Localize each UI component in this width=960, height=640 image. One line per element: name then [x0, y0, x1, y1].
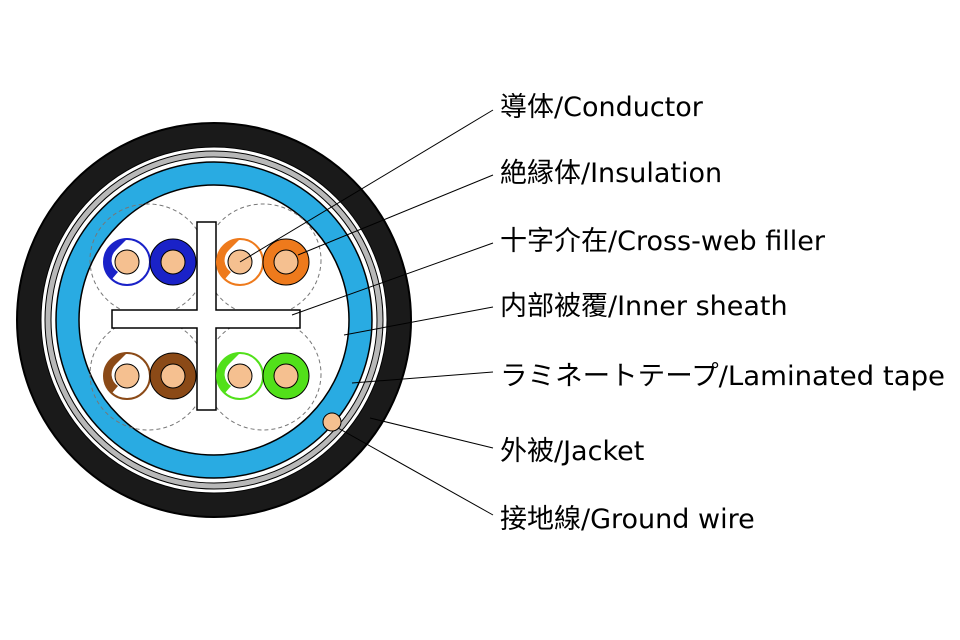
label-jacket: 外被/Jacket — [500, 436, 644, 467]
leader-line-inner-sheath — [343, 306, 494, 336]
conductor-green-white — [227, 363, 253, 389]
cross-web-filler — [111, 221, 301, 411]
insulation-brown-stripe — [104, 353, 127, 393]
insulation-green-stripe — [217, 353, 240, 393]
leader-line-insulation — [297, 174, 494, 256]
leader-line-cross-web-filler — [291, 242, 494, 316]
label-conductor: 導体/Conductor — [500, 92, 704, 123]
conductor-blue — [160, 249, 186, 275]
conductor-green — [273, 363, 299, 389]
leader-lines — [239, 109, 494, 516]
leader-line-conductor — [239, 109, 494, 263]
ground-wire-circle — [322, 412, 342, 432]
twisted-pair-green — [216, 352, 310, 400]
conductor-orange — [273, 249, 299, 275]
twisted-pair-brown — [103, 352, 197, 400]
conductor-blue-white — [114, 249, 140, 275]
label-laminated-tape: ラミネートテープ/Laminated tape — [500, 361, 945, 392]
label-insulation: 絶縁体/Insulation — [500, 158, 722, 189]
leader-line-ground-wire — [337, 427, 494, 516]
insulation-orange-stripe — [217, 239, 240, 279]
label-inner-sheath: 内部被覆/Inner sheath — [500, 291, 788, 322]
twisted-pair-orange — [216, 238, 310, 286]
label-cross-web-filler: 十字介在/Cross-web filler — [500, 226, 826, 257]
conductor-brown — [160, 363, 186, 389]
insulation-blue-stripe — [104, 239, 127, 279]
conductor-brown-white — [114, 363, 140, 389]
label-ground-wire: 接地線/Ground wire — [500, 504, 755, 535]
labels: 導体/Conductor 絶縁体/Insulation 十字介在/Cross-w… — [500, 92, 945, 535]
leader-line-laminated-tape — [351, 371, 494, 384]
twisted-pair-blue — [103, 238, 197, 286]
leader-line-jacket — [369, 417, 494, 449]
